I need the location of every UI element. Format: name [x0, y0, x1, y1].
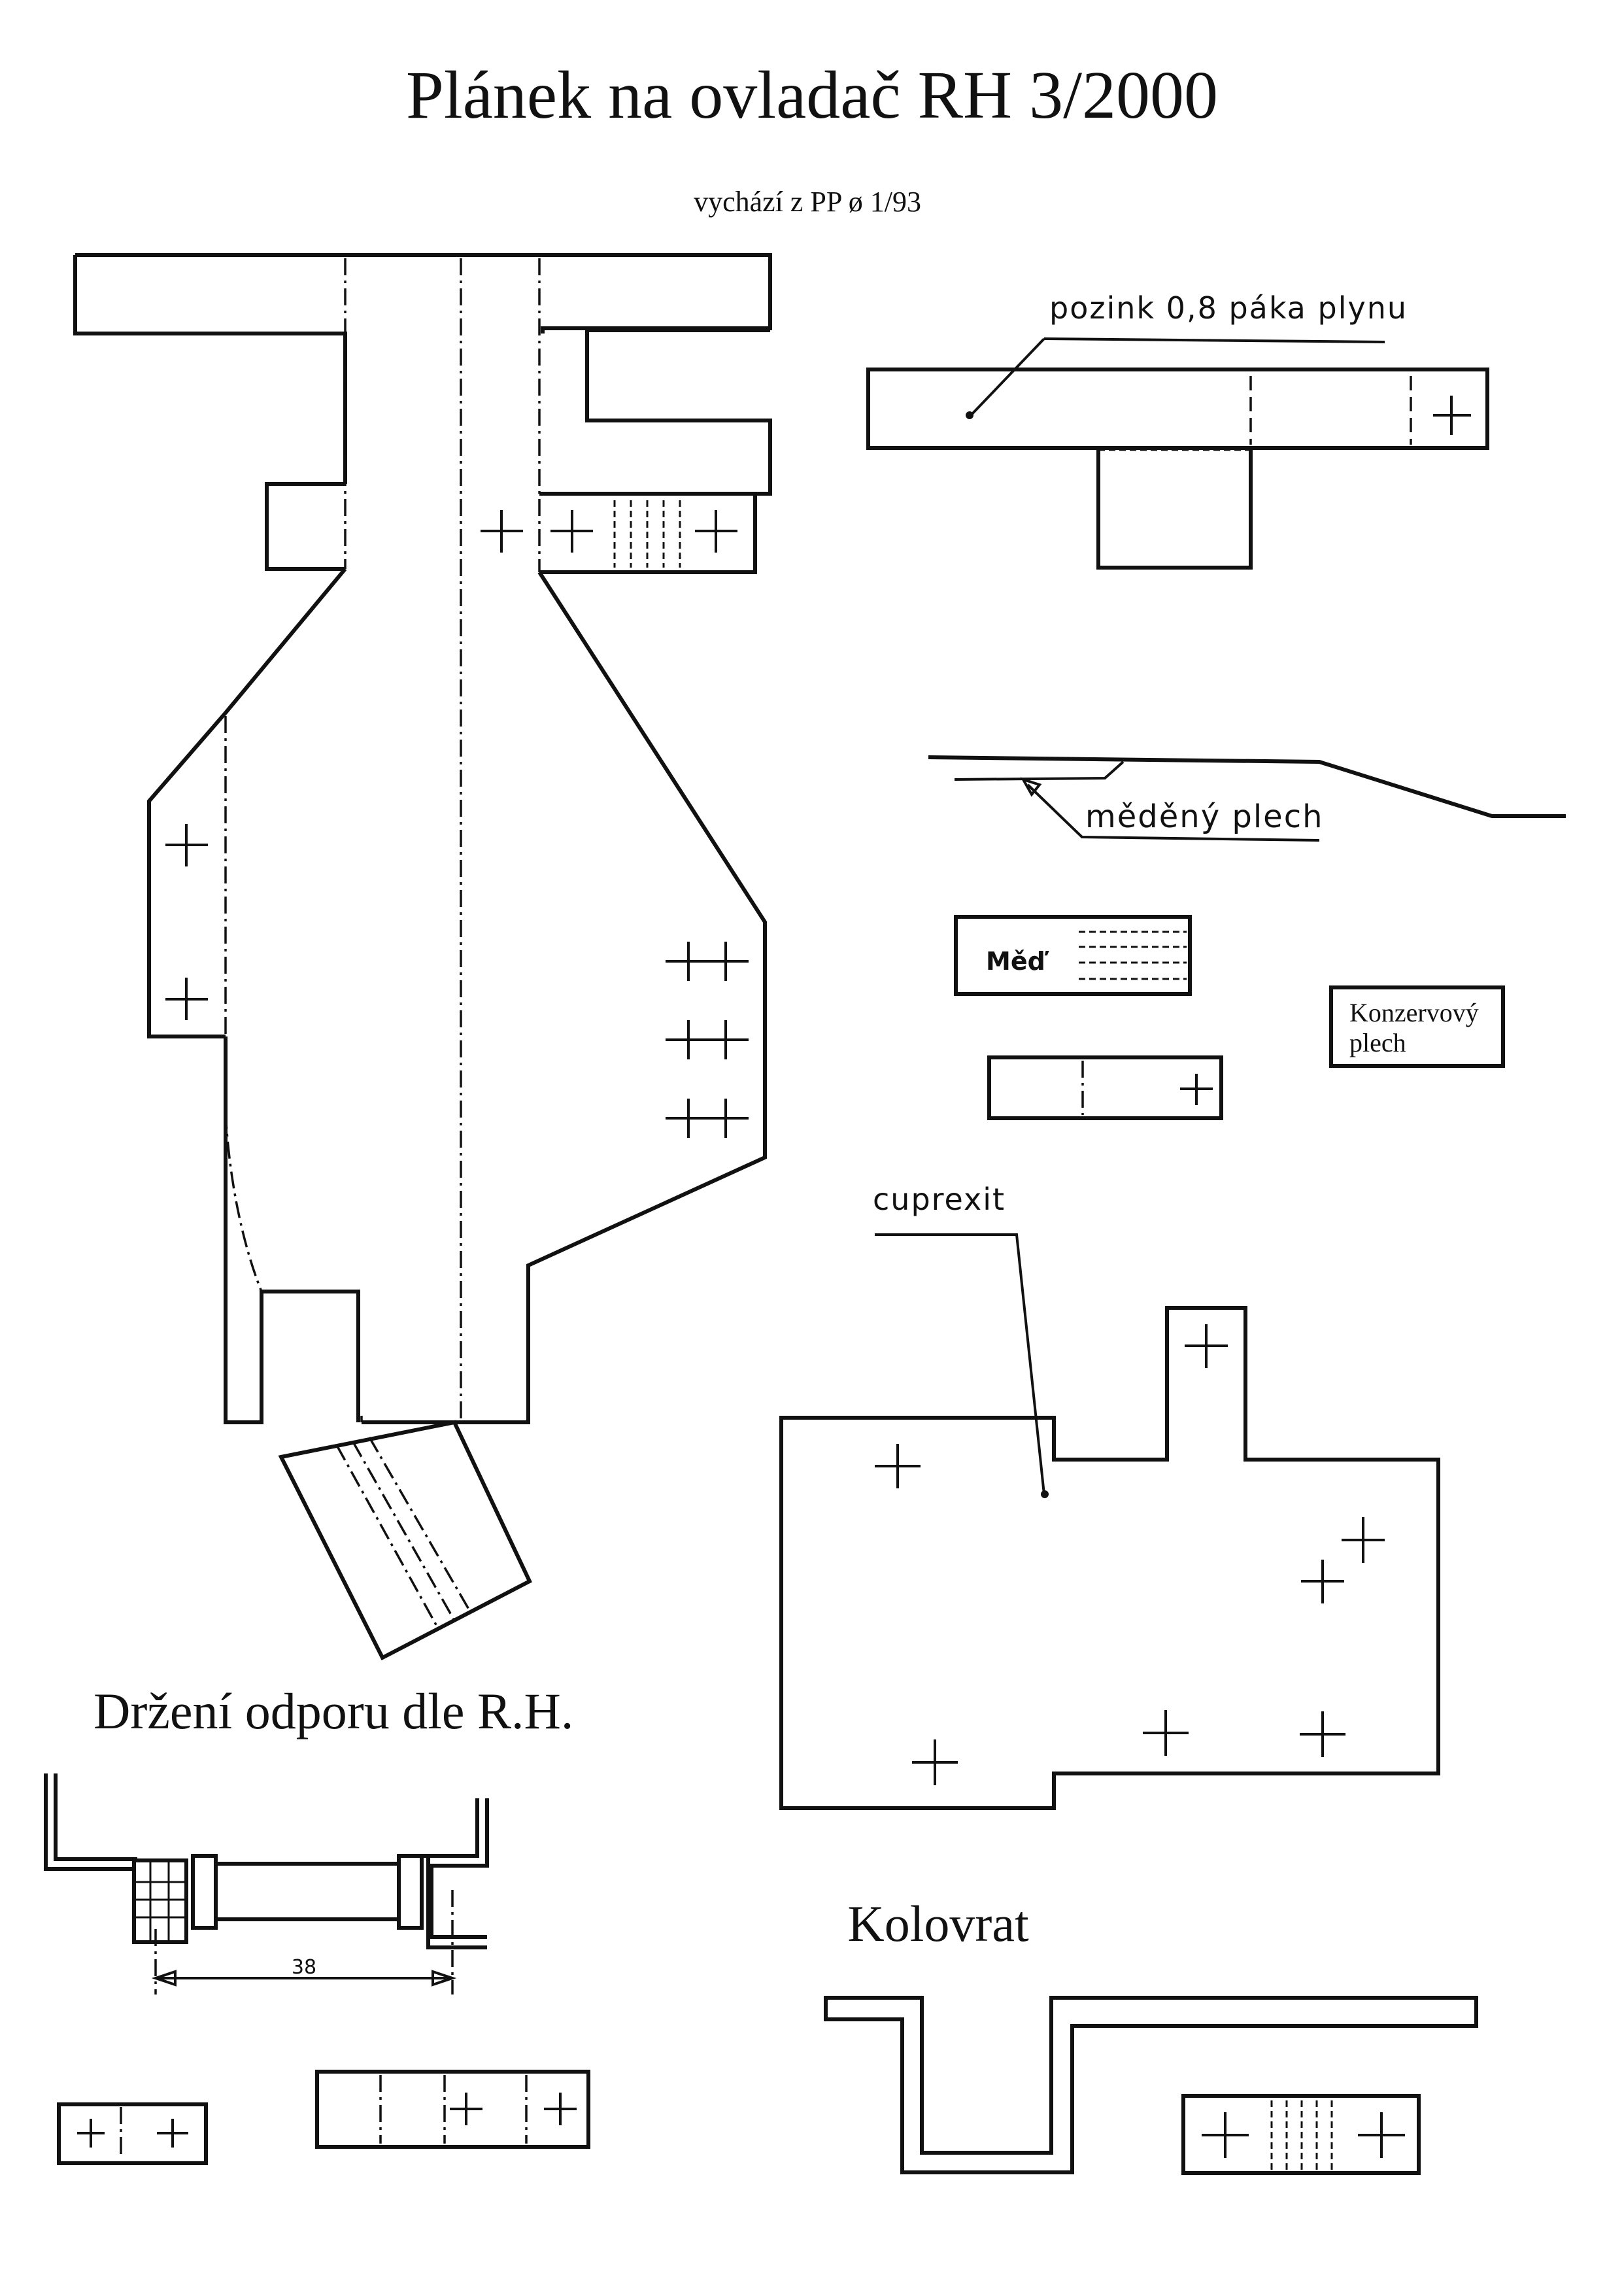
kolovrat-caption: Kolovrat — [847, 1895, 1029, 1952]
folded-strip-part — [315, 2070, 590, 2149]
tin-sheet-label-box: Konzervový plech — [1329, 985, 1505, 1068]
kolovrat-part — [824, 1996, 1478, 2174]
pozink-label: pozink 0,8 páka plynu — [1049, 290, 1408, 326]
leader-dot — [1041, 1490, 1049, 1498]
small-bar-part — [987, 1055, 1223, 1120]
cuprexit-plate-part: cuprexit — [779, 1182, 1440, 1810]
konzervovy-label-line1: Konzervový — [1349, 998, 1479, 1027]
resistor-holder-section: 38 — [44, 1773, 489, 1994]
resistor-holder-caption: Držení odporu dle R.H. — [93, 1683, 573, 1739]
small-plate-part — [57, 2102, 208, 2165]
dimension-38: 38 — [292, 1956, 316, 1979]
copper-strip-part: Měď — [954, 915, 1192, 996]
leader-dot — [966, 411, 973, 419]
med-label: Měď — [986, 947, 1050, 976]
throttle-lever-part: pozink 0,8 páka plynu — [866, 290, 1489, 570]
main-bracket-part — [73, 253, 772, 1661]
medeny-plech-label: měděný plech — [1085, 798, 1324, 835]
konzervovy-label-line2: plech — [1349, 1028, 1406, 1057]
page-title: Plánek na ovladač RH 3/2000 — [406, 58, 1218, 133]
cuprexit-label: cuprexit — [873, 1182, 1006, 1217]
page-subtitle: vychází z PP ø 1/93 — [694, 186, 921, 218]
kolovrat-strip-part — [1181, 2094, 1421, 2175]
copper-sheet-profile: měděný plech — [928, 755, 1566, 842]
